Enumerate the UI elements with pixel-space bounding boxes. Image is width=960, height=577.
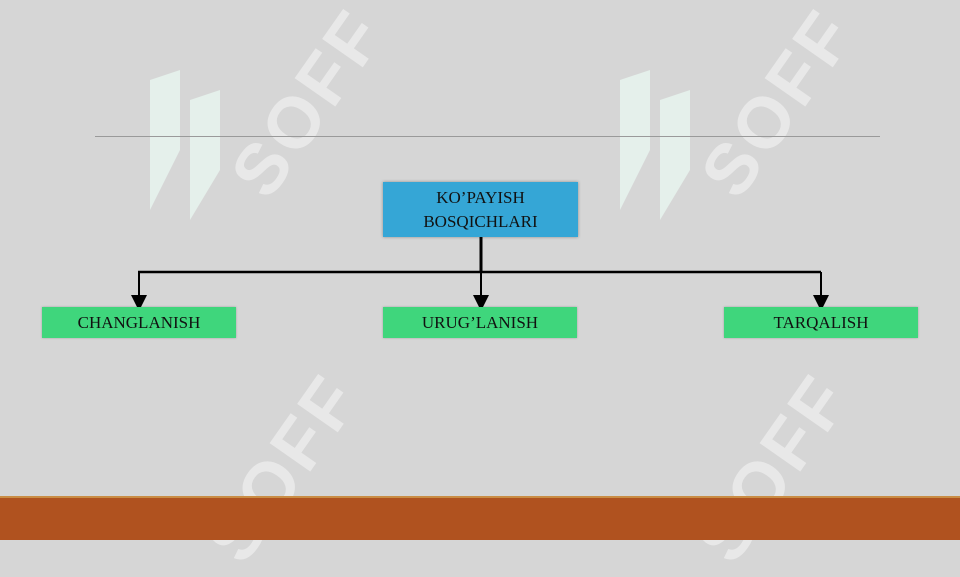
root-node: KO’PAYISH BOSQICHLARI xyxy=(383,182,578,237)
footer-band xyxy=(0,498,960,540)
child-node-label: URUG’LANISH xyxy=(421,312,539,332)
child-node-label: CHANGLANISH xyxy=(77,312,201,332)
top-divider xyxy=(95,136,880,137)
child-node-changlanish: CHANGLANISH xyxy=(42,307,236,338)
root-node-line-2: BOSQICHLARI xyxy=(423,211,538,231)
child-node-tarqalish: TARQALISH xyxy=(724,307,918,338)
connector-lines xyxy=(131,237,829,311)
footer-accent-line xyxy=(0,496,960,499)
root-node-line-1: KO’PAYISH xyxy=(436,187,525,207)
child-node-uruglanish: URUG’LANISH xyxy=(383,307,577,338)
child-node-label: TARQALISH xyxy=(773,312,869,332)
